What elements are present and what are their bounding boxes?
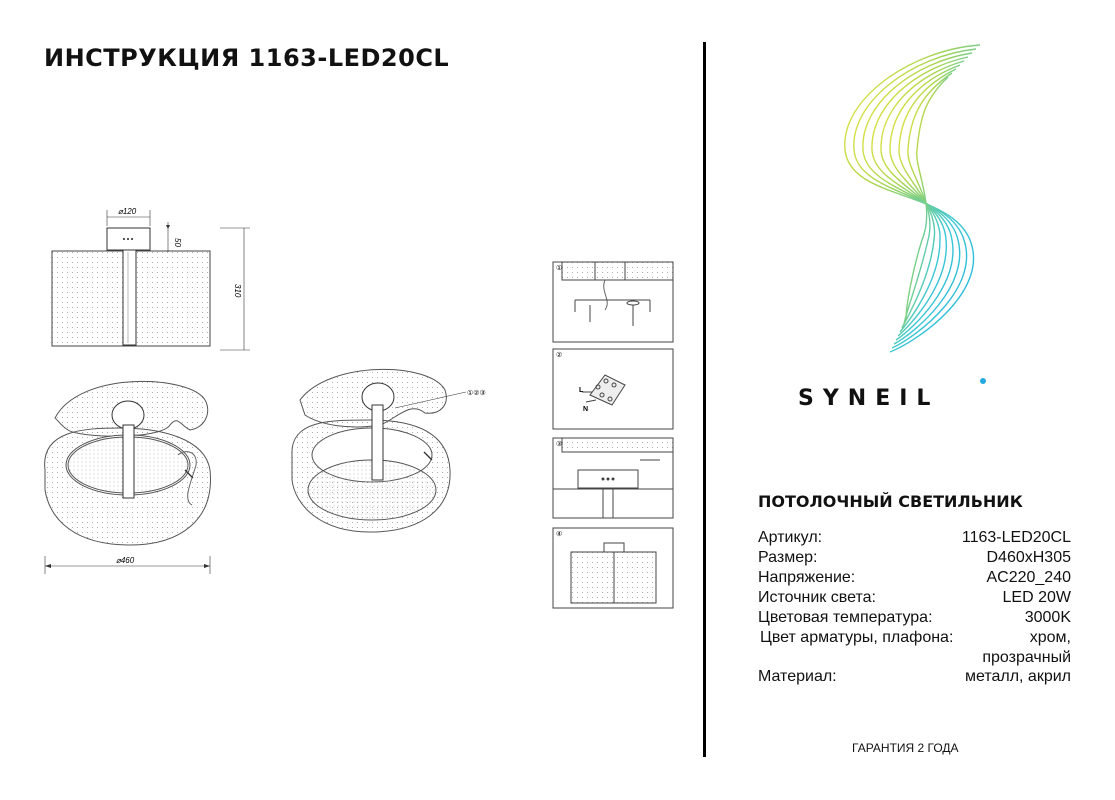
step-2-number: ② [556,351,562,359]
spec-value: LED 20W [1002,589,1071,606]
warranty-note: ГАРАНТИЯ 2 ГОДА [852,741,959,755]
spec-label: Цвет арматуры, плафона: [760,629,954,646]
brand-logo-mark [844,44,981,353]
wire-l-label: L [579,387,584,394]
spec-row-light-source: Источник света: LED 20W [758,588,1071,608]
perspective-drawing-left [44,380,211,546]
step-1-number: ① [556,264,562,272]
spec-label: Напряжение: [758,569,856,586]
dimension-total-height: 310 [233,284,242,298]
spec-row-size: Размер: D460xH305 [758,548,1071,568]
spec-label: Артикул: [758,529,823,546]
step-2-panel [552,348,674,430]
step-4-panel [552,527,674,609]
brand-name: SYNEIL [798,386,940,411]
dimension-shade-diameter: ⌀460 [116,556,135,565]
spec-label: Материал: [758,668,837,685]
spec-value: хром, [1029,629,1071,646]
technical-drawings: ⌀120 50 310 ⌀460 ①②③ [44,207,674,609]
spec-row-color-temperature: Цветовая температура: 3000K [758,608,1071,628]
dimension-base-height: 50 [173,238,182,247]
product-type: ПОТОЛОЧНЫЙ СВЕТИЛЬНИК [758,492,1023,511]
step-3-panel [552,437,674,519]
spec-row-article: Артикул: 1163-LED20CL [758,528,1071,548]
front-elevation-drawing: ⌀120 50 310 [51,207,250,351]
spec-label: Размер: [758,549,818,566]
spec-row-color: Цвет арматуры, плафона: хром, [758,628,1071,648]
step-1-panel [552,261,674,343]
spec-label: Цветовая температура: [758,609,933,626]
spec-value: прозрачный [982,649,1071,666]
vertical-divider [703,42,706,757]
step-3-number: ③ [556,440,562,448]
spec-value: D460xH305 [986,549,1072,566]
dimension-top-diameter: ⌀120 [118,207,137,216]
spec-value: AC220_240 [986,569,1071,586]
spec-value: металл, акрил [964,668,1071,685]
spec-label: Источник света: [758,589,876,606]
callout-label: ①②③ [467,389,486,397]
spec-value: 3000K [1024,609,1071,626]
spec-row-color-continued: прозрачный [758,648,1071,668]
spec-value: 1163-LED20CL [961,529,1071,546]
spec-row-material: Материал: металл, акрил [758,667,1071,687]
perspective-drawing-right [291,369,451,533]
document-title: ИНСТРУКЦИЯ 1163-LED20CL [44,44,450,72]
spec-row-voltage: Напряжение: AC220_240 [758,568,1071,588]
wire-n-label: N [583,406,588,413]
brand-dot [980,378,986,384]
step-4-number: ④ [556,530,562,538]
